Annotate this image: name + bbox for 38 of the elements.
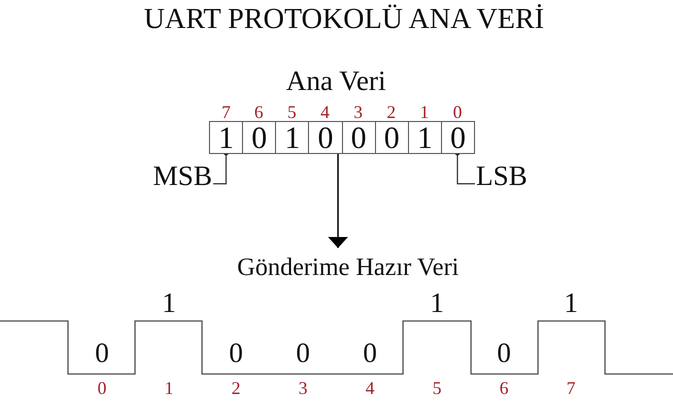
- arrow: [328, 154, 348, 248]
- bit-value-label: 0: [95, 340, 109, 368]
- bit-value-label: 0: [229, 340, 243, 368]
- bit-index-label: 1: [164, 379, 174, 397]
- bit-cell: 0: [308, 122, 342, 153]
- bit-index-label: 4: [366, 379, 374, 397]
- bit-index-label: 4: [320, 103, 330, 121]
- bit-index-label: 2: [232, 379, 240, 397]
- bit-cell: 0: [242, 122, 276, 153]
- bit-index-label: 7: [566, 379, 576, 397]
- bit-index-label: 1: [420, 103, 429, 121]
- section-heading: Gönderime Hazır Veri: [237, 248, 459, 288]
- bit-index-label: 3: [298, 379, 308, 397]
- bit-index-label: 0: [98, 379, 106, 397]
- bit-cell: 0: [374, 122, 408, 153]
- register-heading: Ana Veri: [286, 68, 386, 96]
- leader-label: LSB: [476, 163, 528, 191]
- diagram-title: UART PROTOKOLÜ ANA VERİ: [144, 5, 544, 34]
- bit-index-label: 3: [354, 103, 363, 121]
- bit-index-label: 5: [287, 103, 296, 121]
- bit-index-label: 6: [254, 103, 264, 121]
- bit-value-label: 1: [564, 290, 578, 318]
- bit-index-label: 2: [386, 103, 396, 121]
- bit-value-label: 0: [363, 340, 377, 368]
- bit-index-label: 5: [432, 379, 442, 397]
- bit-value-label: 1: [162, 290, 176, 318]
- bit-cell: 1: [210, 122, 242, 153]
- bit-value-label: 1: [430, 290, 444, 318]
- bit-index-label: 0: [452, 103, 462, 121]
- bit-index-label: 6: [500, 379, 508, 397]
- bit-cell: 1: [275, 122, 308, 153]
- bit-value-label: 0: [497, 340, 511, 368]
- bit-index-label: 7: [222, 103, 231, 121]
- bit-cell: 0: [440, 122, 474, 153]
- bit-cell: 0: [342, 122, 375, 153]
- leader-label: MSB: [153, 163, 212, 191]
- bit-value-label: 0: [296, 340, 310, 368]
- bit-cell: 1: [408, 122, 441, 153]
